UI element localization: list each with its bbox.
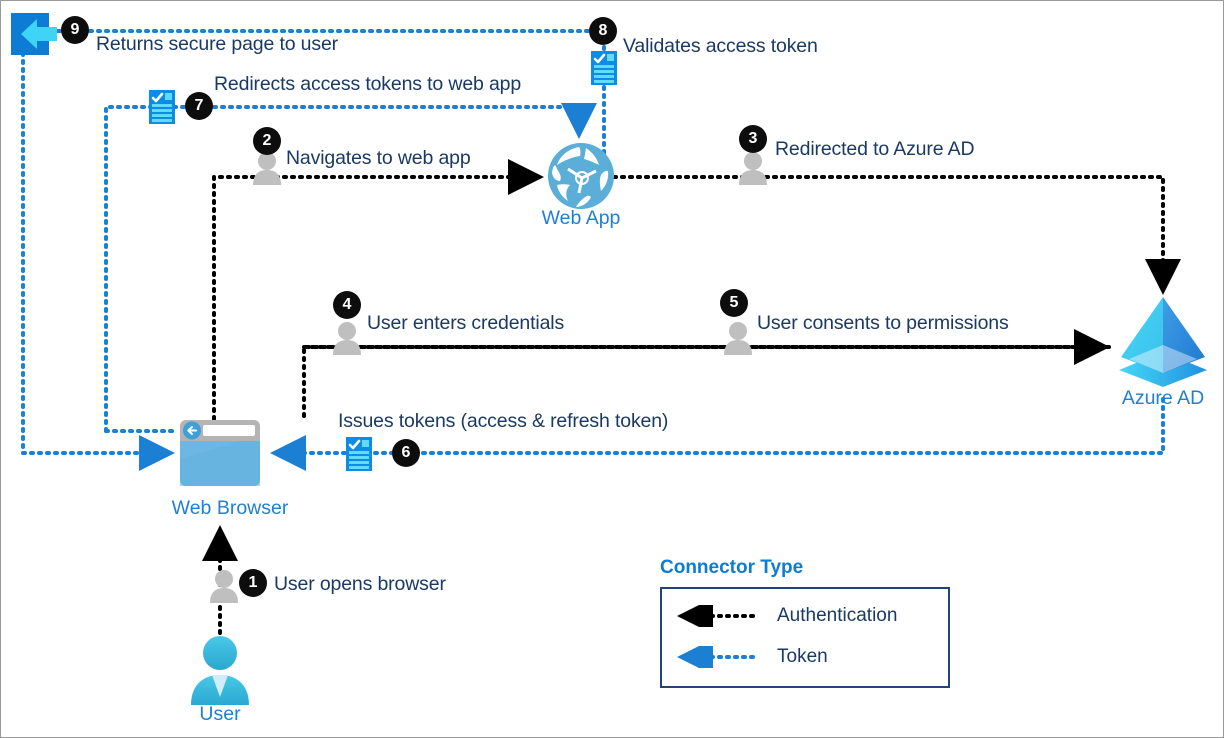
step-5-person-icon xyxy=(724,322,752,355)
connector-step-9 xyxy=(21,29,606,471)
step-2-person-icon xyxy=(253,152,281,185)
legend-token-arrow-icon xyxy=(677,646,755,668)
step-6-token-icon xyxy=(346,437,372,471)
connector-step-4 xyxy=(302,345,1111,421)
step-4-badge: 4 xyxy=(333,291,361,319)
node-web-app xyxy=(546,141,616,211)
node-azure-ad-label: Azure AD xyxy=(1121,387,1205,409)
node-web-browser xyxy=(179,419,261,487)
step-1-badge: 1 xyxy=(239,569,267,597)
node-user xyxy=(187,635,253,707)
step-9-badge: 9 xyxy=(61,16,89,44)
step-7-token-icon xyxy=(149,90,175,124)
web-app-globe-icon xyxy=(548,143,614,209)
web-browser-icon xyxy=(180,420,260,486)
azure-ad-pyramid-icon xyxy=(1119,297,1207,387)
step-6-badge: 6 xyxy=(392,439,420,467)
step-3-badge: 3 xyxy=(739,125,767,153)
connector-step-7 xyxy=(104,103,597,433)
step-5-badge: 5 xyxy=(720,289,748,317)
legend-title: Connector Type xyxy=(660,557,804,578)
node-azure-ad xyxy=(1115,295,1211,387)
step-4-label: User enters credentials xyxy=(367,312,565,334)
legend-box xyxy=(660,587,950,688)
node-web-browser-label: Web Browser xyxy=(171,497,289,519)
step-8-label: Validates access token xyxy=(623,35,818,57)
legend-authentication-arrow-icon xyxy=(677,605,755,627)
step-9-return-page-icon xyxy=(11,13,57,55)
step-5-label: User consents to permissions xyxy=(757,312,1009,334)
legend-item-authentication-label: Authentication xyxy=(777,605,898,626)
step-3-label: Redirected to Azure AD xyxy=(775,138,975,160)
legend-item-token-label: Token xyxy=(777,646,828,667)
step-1-label: User opens browser xyxy=(274,573,446,595)
step-8-badge: 8 xyxy=(589,17,617,45)
step-3-person-icon xyxy=(739,152,767,185)
step-7-badge: 7 xyxy=(185,92,213,120)
user-person-icon xyxy=(191,636,249,705)
step-2-badge: 2 xyxy=(253,127,281,155)
connector-step-6 xyxy=(270,397,1165,471)
step-1-person-icon xyxy=(210,570,238,603)
step-7-label: Redirects access tokens to web app xyxy=(214,73,522,95)
connector-step-2 xyxy=(212,159,544,421)
connector-step-3 xyxy=(612,175,1181,295)
step-9-label: Returns secure page to user xyxy=(96,33,339,55)
node-user-label: User xyxy=(199,703,241,725)
step-2-label: Navigates to web app xyxy=(286,147,471,169)
step-8-token-icon xyxy=(591,51,617,85)
step-4-person-icon xyxy=(333,322,361,355)
step-6-label: Issues tokens (access & refresh token) xyxy=(338,410,669,432)
node-web-app-label: Web App xyxy=(541,207,621,229)
